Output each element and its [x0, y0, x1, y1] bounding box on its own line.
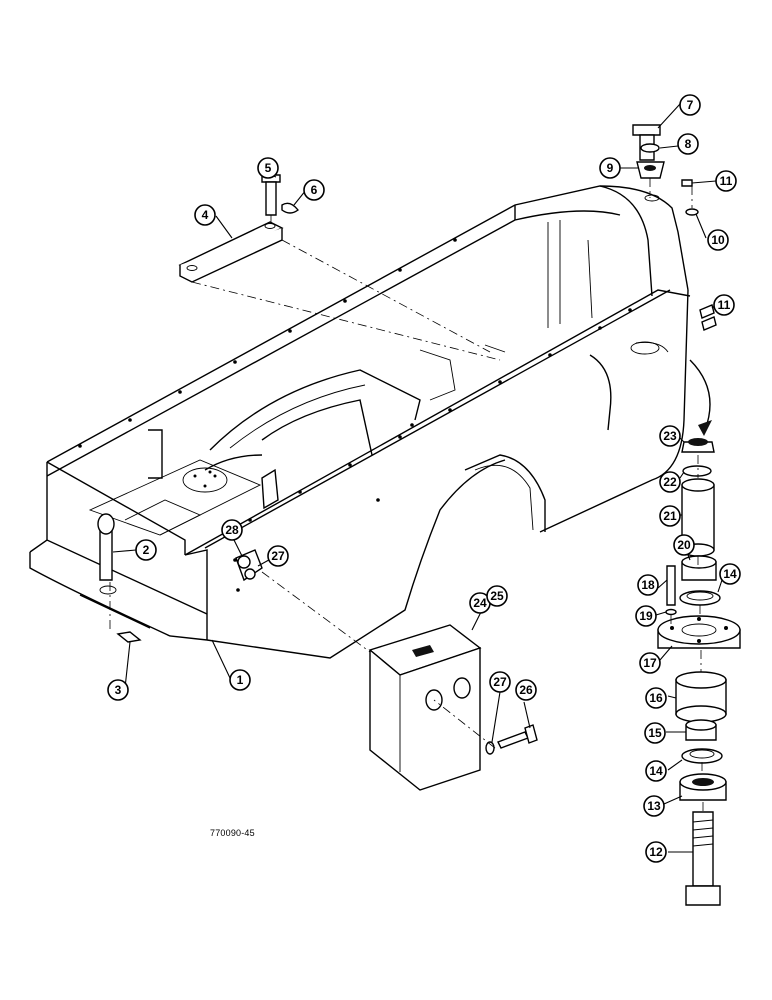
- callout-14-lower: 14: [645, 760, 667, 782]
- callout-13: 13: [643, 795, 665, 817]
- svg-text:24: 24: [473, 596, 487, 610]
- alignment-lines: [109, 178, 704, 812]
- callout-4: 4: [194, 204, 216, 226]
- svg-text:17: 17: [643, 656, 657, 670]
- svg-text:12: 12: [649, 845, 663, 859]
- callout-18: 18: [637, 574, 659, 596]
- callout-7: 7: [679, 94, 701, 116]
- callout-15: 15: [644, 722, 666, 744]
- callout-23: 23: [659, 425, 681, 447]
- svg-text:11: 11: [718, 298, 731, 312]
- callout-5: 5: [257, 157, 279, 179]
- svg-text:2: 2: [143, 543, 150, 557]
- callout-2: 2: [135, 539, 157, 561]
- svg-text:6: 6: [311, 183, 318, 197]
- svg-text:3: 3: [115, 683, 122, 697]
- svg-text:20: 20: [677, 538, 691, 552]
- svg-text:9: 9: [607, 161, 614, 175]
- callout-16: 16: [645, 687, 667, 709]
- drawing-id-label: 770090-45: [210, 828, 255, 838]
- svg-text:7: 7: [687, 98, 694, 112]
- rail-bolt-holes: [78, 238, 632, 522]
- svg-text:21: 21: [663, 509, 677, 523]
- svg-text:8: 8: [685, 137, 692, 151]
- svg-text:5: 5: [265, 161, 272, 175]
- callout-9: 9: [599, 157, 621, 179]
- svg-text:14: 14: [649, 764, 663, 778]
- svg-text:22: 22: [663, 475, 677, 489]
- svg-text:28: 28: [225, 523, 239, 537]
- svg-text:4: 4: [202, 208, 209, 222]
- callouts: 1 2 3 4 5 6 7 8 9 10 11 11 12 13 14 14 1…: [107, 94, 741, 863]
- svg-text:1: 1: [237, 673, 244, 687]
- callout-25: 25: [486, 585, 508, 607]
- svg-text:18: 18: [641, 578, 655, 592]
- callout-28: 28: [221, 519, 243, 541]
- svg-text:25: 25: [490, 589, 504, 603]
- callout-8: 8: [677, 133, 699, 155]
- loose-parts: [97, 124, 741, 906]
- callout-22: 22: [659, 471, 681, 493]
- callout-11: 11: [715, 170, 737, 192]
- svg-text:15: 15: [648, 726, 662, 740]
- callout-10: 10: [707, 229, 729, 251]
- svg-text:11: 11: [720, 174, 733, 188]
- callout-20: 20: [673, 534, 695, 556]
- svg-text:27: 27: [271, 549, 285, 563]
- svg-text:14: 14: [723, 567, 737, 581]
- svg-text:23: 23: [663, 429, 677, 443]
- callout-27-upper: 27: [267, 545, 289, 567]
- callout-14-upper: 14: [719, 563, 741, 585]
- svg-text:19: 19: [639, 609, 653, 623]
- callout-21: 21: [659, 505, 681, 527]
- callout-19: 19: [635, 605, 657, 627]
- callout-11-lower: 11: [713, 294, 735, 316]
- svg-text:13: 13: [647, 799, 661, 813]
- callout-3: 3: [107, 679, 129, 701]
- svg-text:26: 26: [519, 683, 533, 697]
- svg-text:16: 16: [649, 691, 663, 705]
- svg-text:10: 10: [711, 233, 725, 247]
- callout-12: 12: [645, 841, 667, 863]
- callout-6: 6: [303, 179, 325, 201]
- svg-text:27: 27: [493, 675, 507, 689]
- callout-17: 17: [639, 652, 661, 674]
- callout-26: 26: [515, 679, 537, 701]
- callout-27-lower: 27: [489, 671, 511, 693]
- callout-1: 1: [229, 669, 251, 691]
- main-frame: [29, 185, 712, 659]
